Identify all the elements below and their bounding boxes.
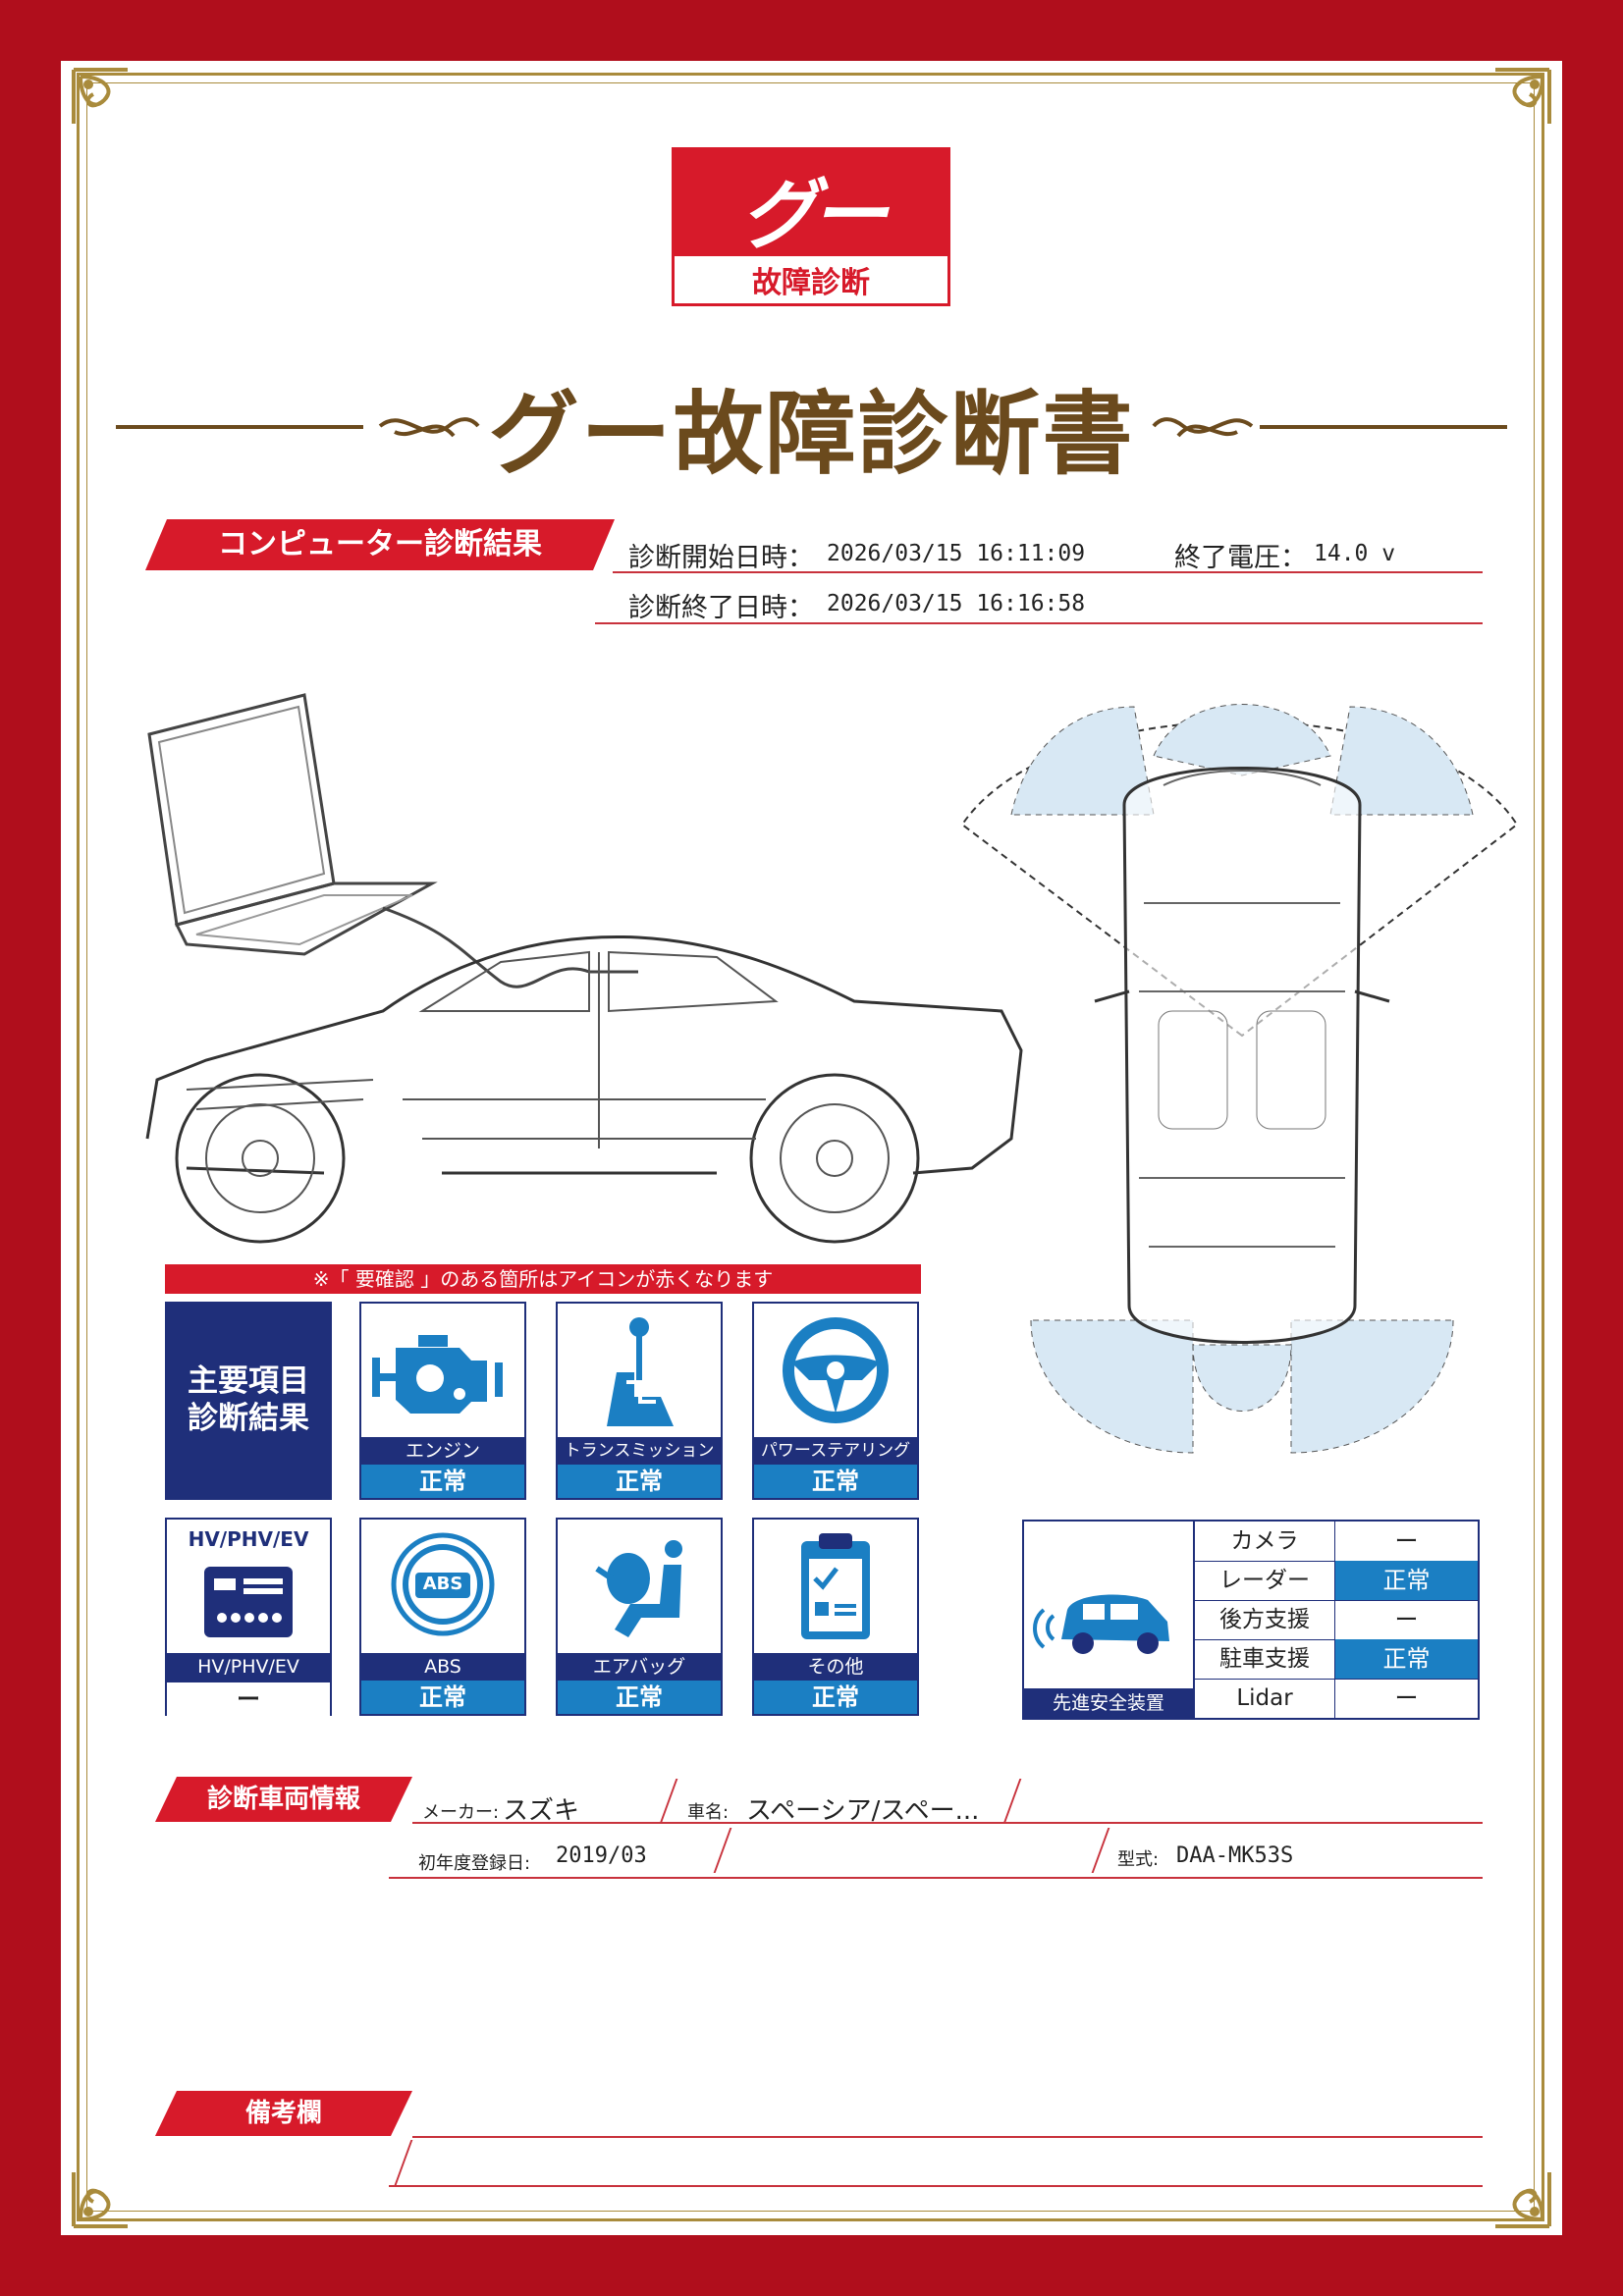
status-value: ー bbox=[167, 1681, 330, 1716]
model-code-label: 型式: bbox=[1117, 1849, 1160, 1870]
battery-icon bbox=[204, 1567, 293, 1637]
logo-subtitle: 故障診断 bbox=[752, 266, 870, 300]
clipboard-icon bbox=[801, 1533, 870, 1639]
maker-value: スズキ bbox=[503, 1796, 580, 1826]
underline bbox=[389, 1877, 1483, 1879]
car-name-label: 車名: bbox=[687, 1802, 730, 1823]
abs-icon bbox=[391, 1532, 495, 1636]
end-voltage-value: 14.0 v bbox=[1314, 541, 1396, 566]
status-label: その他 bbox=[754, 1653, 917, 1681]
status-label: HV/PHV/EV bbox=[167, 1653, 330, 1681]
hv-badge-text: HV/PHV/EV bbox=[188, 1527, 309, 1551]
adas-table: 先進安全装置 カメラ ー レーダー 正常 後方支援 ー 駐車支援 正常 Lida… bbox=[1022, 1520, 1480, 1720]
end-voltage-label: 終了電圧： bbox=[1174, 543, 1307, 573]
status-value: 正常 bbox=[754, 1681, 917, 1714]
corner-ornament-icon bbox=[72, 2172, 128, 2228]
logo-mark: グー bbox=[739, 172, 888, 260]
car-name-value: スペーシア/スペー... bbox=[746, 1796, 980, 1826]
document-title: グー故障診断書 bbox=[488, 381, 1135, 487]
status-label: パワーステアリング bbox=[754, 1437, 917, 1465]
corner-ornament-icon bbox=[1495, 2172, 1551, 2228]
adas-item-name: 後方支援 bbox=[1195, 1600, 1335, 1639]
steering-wheel-icon bbox=[783, 1317, 889, 1423]
adas-item-name: 駐車支援 bbox=[1195, 1639, 1335, 1679]
status-label: エアバッグ bbox=[558, 1653, 721, 1681]
start-datetime-label: 診断開始日時： bbox=[628, 543, 814, 573]
flourish-left-icon bbox=[378, 417, 480, 438]
status-label: トランスミッション bbox=[558, 1437, 721, 1465]
adas-item-name: カメラ bbox=[1195, 1522, 1335, 1561]
logo-red-block bbox=[675, 150, 947, 256]
section-vehicle-info: 診断車両情報 bbox=[155, 1777, 412, 1822]
status-value: 正常 bbox=[558, 1681, 721, 1714]
status-cell-abs: ABS ABS 正常 bbox=[359, 1518, 526, 1716]
car-side-diagnostic-illustration bbox=[145, 693, 1023, 1244]
title-rule-right bbox=[1260, 425, 1507, 429]
decorative-frame-outer bbox=[77, 73, 1544, 2221]
first-registration-label: 初年度登録日: bbox=[418, 1853, 531, 1874]
adas-item-value: ー bbox=[1394, 1527, 1419, 1555]
adas-item-value: ー bbox=[1394, 1606, 1419, 1633]
adas-item-value: 正常 bbox=[1335, 1561, 1478, 1600]
notice-bar: ※「 要確認 」のある箇所はアイコンが赤くなります bbox=[165, 1264, 921, 1294]
section-computer-diagnosis: コンピューター診断結果 bbox=[145, 519, 615, 570]
title-rule-left bbox=[116, 425, 363, 429]
underline bbox=[595, 622, 1483, 624]
adas-row-radar: レーダー 正常 bbox=[1195, 1561, 1478, 1601]
status-value: 正常 bbox=[558, 1465, 721, 1498]
adas-icon-area: 先進安全装置 bbox=[1024, 1522, 1195, 1718]
first-registration-value: 2019/03 bbox=[556, 1843, 647, 1868]
status-label: ABS bbox=[361, 1653, 524, 1681]
status-cell-transmission: トランスミッション 正常 bbox=[556, 1302, 723, 1500]
flourish-right-icon bbox=[1152, 417, 1254, 438]
underline bbox=[613, 571, 1483, 573]
status-cell-hv-phv-ev: HV/PHV/EV HV/PHV/EV ー bbox=[165, 1518, 332, 1716]
status-cell-other: その他 正常 bbox=[752, 1518, 919, 1716]
end-datetime-value: 2026/03/15 16:16:58 bbox=[827, 591, 1086, 616]
end-datetime-label: 診断終了日時： bbox=[628, 593, 814, 623]
status-cell-airbag: エアバッグ 正常 bbox=[556, 1518, 723, 1716]
status-value: 正常 bbox=[361, 1465, 524, 1498]
adas-caption: 先進安全装置 bbox=[1024, 1688, 1193, 1718]
adas-item-name: Lidar bbox=[1195, 1679, 1335, 1718]
adas-item-name: レーダー bbox=[1195, 1561, 1335, 1600]
main-items-heading: 主要項目 診断結果 bbox=[165, 1302, 332, 1500]
corner-ornament-icon bbox=[72, 68, 128, 124]
decorative-frame-inner bbox=[86, 82, 1535, 2212]
main-items-heading-line2: 診断結果 bbox=[188, 1401, 309, 1436]
adas-row-lidar: Lidar ー bbox=[1195, 1679, 1478, 1718]
car-top-view-sensor-illustration bbox=[960, 704, 1519, 1454]
status-cell-engine: エンジン 正常 bbox=[359, 1302, 526, 1500]
model-code-value: DAA-MK53S bbox=[1176, 1843, 1294, 1868]
status-value: 正常 bbox=[754, 1465, 917, 1498]
status-cell-power-steering: パワーステアリング 正常 bbox=[752, 1302, 919, 1500]
underline bbox=[389, 2185, 1483, 2187]
underline bbox=[412, 2136, 1483, 2138]
maker-label: メーカー: bbox=[422, 1802, 500, 1823]
status-label: エンジン bbox=[361, 1437, 524, 1465]
status-value: 正常 bbox=[361, 1681, 524, 1714]
goo-logo: グー 故障診断 bbox=[672, 147, 950, 306]
adas-item-value: 正常 bbox=[1335, 1639, 1478, 1679]
adas-row-camera: カメラ ー bbox=[1195, 1522, 1478, 1562]
sedan-side-icon bbox=[145, 934, 1023, 1244]
adas-row-parking-assist: 駐車支援 正常 bbox=[1195, 1639, 1478, 1680]
airbag-icon bbox=[595, 1540, 682, 1637]
corner-ornament-icon bbox=[1495, 68, 1551, 124]
adas-row-rear-assist: 後方支援 ー bbox=[1195, 1600, 1478, 1640]
start-datetime-value: 2026/03/15 16:11:09 bbox=[827, 541, 1086, 566]
section-remarks: 備考欄 bbox=[155, 2091, 412, 2136]
adas-item-value: ー bbox=[1394, 1684, 1419, 1712]
abs-badge-text: ABS bbox=[422, 1574, 463, 1594]
laptop-icon bbox=[147, 693, 638, 988]
engine-icon bbox=[372, 1335, 503, 1414]
main-items-heading-line1: 主要項目 bbox=[188, 1363, 309, 1399]
underline bbox=[412, 1822, 1483, 1824]
gear-shift-icon bbox=[607, 1317, 674, 1426]
car-sensor-icon bbox=[1033, 1594, 1169, 1654]
